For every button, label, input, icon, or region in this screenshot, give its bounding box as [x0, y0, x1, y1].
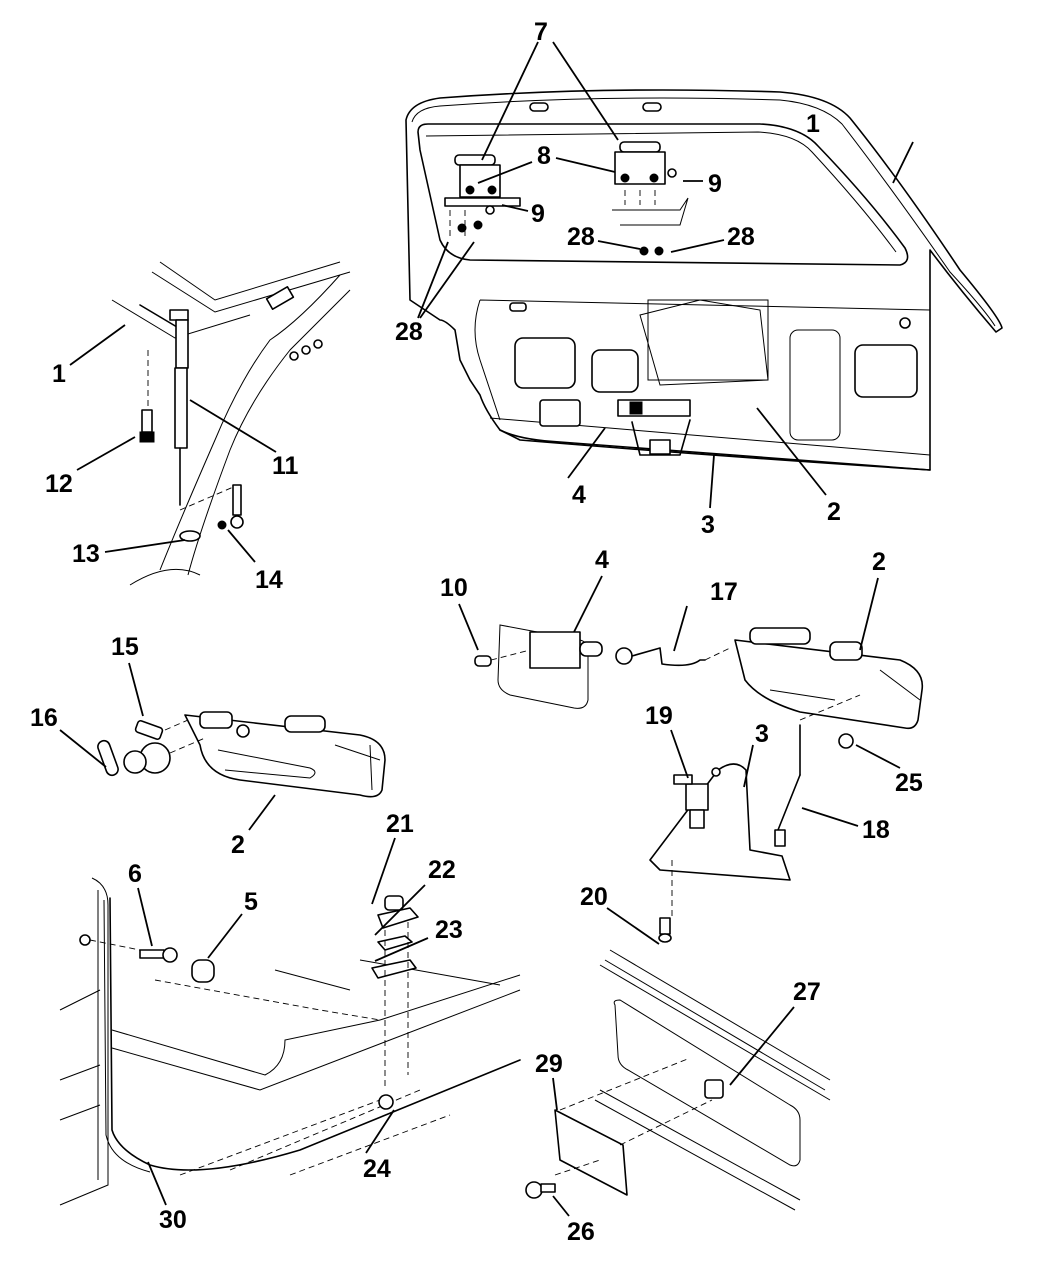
callout-1-prop: 1 [52, 360, 66, 388]
callout-15: 15 [111, 633, 139, 661]
handle-spring [284, 715, 326, 733]
callout-28-right: 28 [727, 223, 755, 251]
callout-3-latch: 3 [755, 720, 769, 748]
panel-actuator [539, 399, 581, 427]
license-callouts: 27 29 26 [535, 978, 821, 1246]
bolt-icon [457, 223, 467, 233]
latch-handle-assembly [734, 639, 924, 730]
panel-cutout [854, 344, 918, 398]
prop-rod-cylinder [175, 319, 189, 369]
weatherstrip [109, 897, 521, 1171]
hinge-left [444, 154, 521, 240]
callout-9: 9 [531, 200, 545, 228]
license-pocket [613, 999, 801, 1167]
actuator-body [529, 631, 581, 669]
license-plate-view [525, 949, 831, 1211]
latch-view [474, 624, 924, 943]
callout-30: 30 [159, 1206, 187, 1234]
callout-28-left: 28 [395, 318, 423, 346]
liftgate-outer-frame [405, 89, 1003, 471]
latch-spring [829, 641, 863, 661]
callout-11: 11 [272, 452, 299, 480]
callout-25: 25 [895, 769, 923, 797]
ball-stud-icon [141, 409, 153, 433]
callout-2-handle: 2 [231, 831, 245, 859]
callout-27: 27 [793, 978, 821, 1006]
screw-icon [474, 655, 492, 667]
callout-19: 19 [645, 702, 673, 730]
striker-callouts: 21 22 23 6 5 24 30 [128, 810, 463, 1234]
callout-22: 22 [428, 856, 456, 884]
callout-16: 16 [30, 704, 58, 732]
handle-body [184, 714, 386, 798]
latch-callouts: 10 4 17 2 19 3 25 18 20 [440, 546, 923, 945]
hinge-right [612, 141, 689, 256]
shim-22 [377, 935, 413, 951]
callout-21: 21 [386, 810, 414, 838]
panel-cutout [591, 349, 639, 393]
panel-handle [617, 399, 691, 417]
nut-icon [378, 1094, 394, 1110]
callout-12: 12 [45, 470, 73, 498]
callout-1: 1 [806, 110, 820, 138]
callout-29: 29 [535, 1050, 563, 1078]
nut-icon [217, 520, 227, 530]
handle-callouts: 15 16 2 [30, 633, 276, 859]
striker-view [59, 877, 521, 1206]
callout-2-latch: 2 [872, 548, 886, 576]
liftgate-window [417, 123, 909, 266]
callout-8: 8 [537, 142, 551, 170]
liftgate-view [405, 89, 1003, 471]
callout-23: 23 [435, 916, 463, 944]
callout-7: 7 [534, 18, 548, 46]
callout-4: 4 [572, 481, 586, 509]
liftgate-slot [529, 102, 549, 112]
callout-17: 17 [710, 578, 738, 606]
bolt-icon [473, 220, 483, 230]
key-icon [97, 739, 119, 777]
callout-26: 26 [567, 1218, 595, 1246]
callout-3: 3 [701, 511, 715, 539]
callout-20: 20 [580, 883, 608, 911]
screw-icon [673, 774, 693, 785]
prop-rod-view [111, 261, 351, 586]
screw-icon [139, 949, 165, 959]
link-rod-17 [631, 647, 706, 667]
liftgate-slot [642, 102, 662, 112]
callout-2: 2 [827, 498, 841, 526]
callout-6: 6 [128, 860, 142, 888]
callout-28-mid: 28 [567, 223, 595, 251]
nut-icon [838, 733, 854, 749]
striker-icon [384, 895, 404, 911]
license-bracket-29 [554, 1109, 628, 1196]
callout-5: 5 [244, 888, 258, 916]
liftgate-callouts: 7 1 8 9 9 28 28 28 4 3 2 [395, 18, 914, 539]
handle-lock-view [97, 711, 386, 798]
latch-body [649, 763, 791, 881]
callout-9-right: 9 [708, 170, 722, 198]
callout-10: 10 [440, 574, 468, 602]
retainer-clip-icon [134, 719, 164, 741]
shim-23 [371, 959, 417, 979]
nut-icon-27 [704, 1079, 724, 1099]
bumper-icon [191, 959, 215, 983]
callout-18: 18 [862, 816, 890, 844]
screw-icon-26 [525, 1181, 543, 1199]
prop-rod-callouts: 1 11 12 13 14 [45, 324, 299, 594]
callout-4-latch: 4 [595, 546, 609, 574]
bolt-icon [659, 917, 671, 935]
callout-24: 24 [363, 1155, 391, 1183]
panel-cutout [514, 337, 576, 389]
callout-13: 13 [72, 540, 100, 568]
callout-14: 14 [255, 566, 283, 594]
